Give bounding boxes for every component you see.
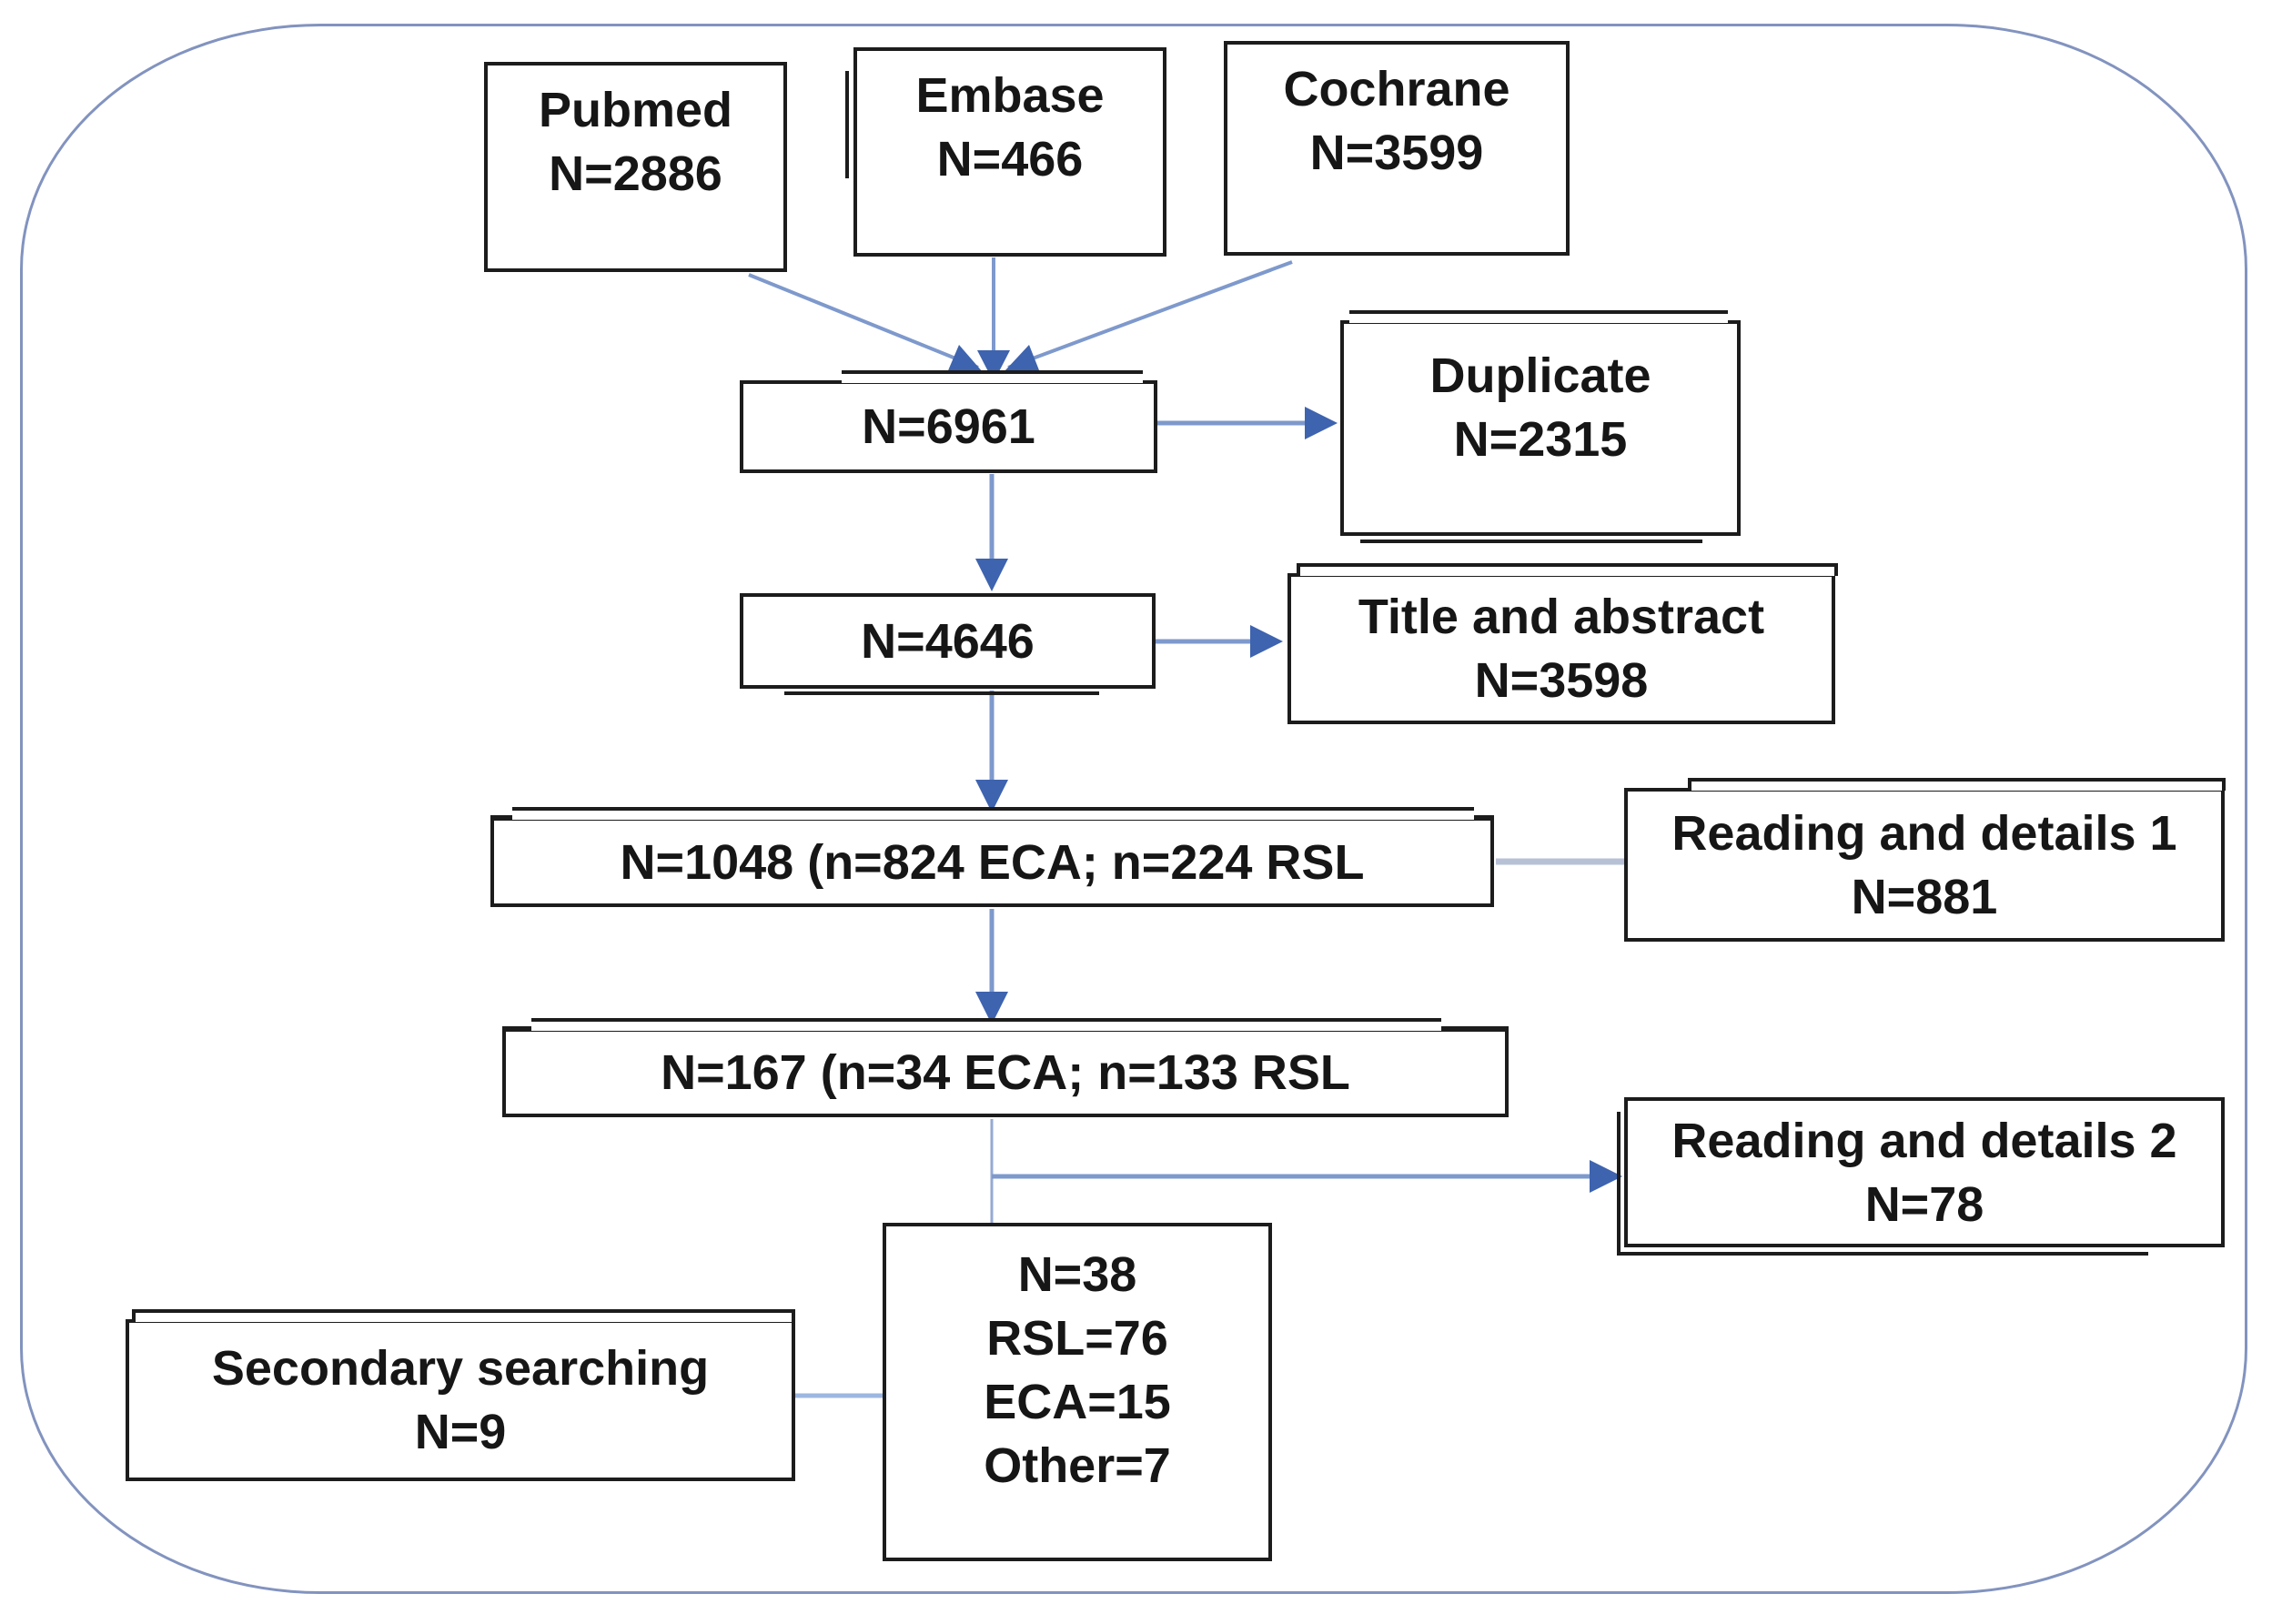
box-secondary-searching-count: N=9 — [414, 1405, 507, 1459]
box-pubmed-label: Pubmed — [538, 83, 733, 137]
connector-cochrane-to-combined — [1007, 260, 1293, 369]
box-reading-details-1-count: N=881 — [1851, 869, 1998, 924]
box-included-rsl: RSL=76 — [986, 1311, 1168, 1366]
arrowhead-screened-icon — [975, 780, 1008, 812]
box-title-abstract-count: N=3598 — [1474, 653, 1649, 708]
box-included-count: N=38 — [1017, 1247, 1137, 1302]
box-reading-details-2: Reading and details 2 N=78 — [1617, 1097, 2225, 1256]
box-reading-details-1: Reading and details 1 N=881 — [1624, 778, 2226, 942]
box-pubmed-count: N=2886 — [549, 146, 722, 201]
box-reading-details-1-label: Reading and details 1 — [1671, 805, 2177, 861]
box-included-other: Other=7 — [984, 1438, 1171, 1493]
box-screened-count: N=1048 (n=824 ECA; n=224 RSL — [620, 834, 1365, 890]
box-secondary-searching: Secondary searching N=9 — [126, 1309, 795, 1481]
box-full-text: N=167 (n=34 ECA; n=133 RSL — [502, 1018, 1509, 1117]
arrowhead-left-icon — [946, 345, 983, 375]
arrowhead-title-icon — [1250, 625, 1283, 658]
box-title-abstract: Title and abstract N=3598 — [1287, 563, 1838, 724]
box-full-text-count: N=167 (n=34 ECA; n=133 RSL — [661, 1045, 1350, 1100]
arrowhead-reading2-icon — [1590, 1160, 1622, 1193]
box-duplicate-count: N=2315 — [1453, 412, 1628, 467]
box-reading-details-2-count: N=78 — [1864, 1176, 1984, 1232]
box-combined-total: N=6961 — [740, 370, 1157, 473]
arrowhead-afterdup-icon — [975, 559, 1008, 591]
arrowhead-right-icon — [1005, 345, 1041, 375]
box-after-duplicates: N=4646 — [740, 593, 1156, 695]
box-after-duplicates-count: N=4646 — [861, 613, 1035, 669]
box-duplicate: Duplicate N=2315 — [1340, 310, 1741, 543]
box-embase-count: N=466 — [936, 132, 1084, 187]
box-embase: Embase N=466 — [845, 47, 1166, 257]
box-secondary-searching-label: Secondary searching — [211, 1341, 710, 1396]
box-reading-details-2-label: Reading and details 2 — [1671, 1113, 2177, 1168]
box-pubmed: Pubmed N=2886 — [484, 62, 787, 272]
box-embase-label: Embase — [915, 68, 1105, 123]
box-included: N=38 RSL=76 ECA=15 Other=7 — [883, 1223, 1272, 1561]
box-title-abstract-label: Title and abstract — [1358, 590, 1765, 644]
box-cochrane: Cochrane N=3599 — [1224, 41, 1570, 256]
box-duplicate-label: Duplicate — [1429, 348, 1651, 403]
connector-pubmed-to-combined — [748, 273, 979, 369]
box-screened: N=1048 (n=824 ECA; n=224 RSL — [490, 807, 1494, 907]
outer-rounded-frame — [20, 24, 2247, 1594]
arrowhead-duplicate-icon — [1305, 407, 1338, 439]
box-combined-count: N=6961 — [862, 399, 1035, 454]
box-cochrane-count: N=3599 — [1309, 126, 1484, 180]
box-included-eca: ECA=15 — [984, 1375, 1171, 1429]
arrowhead-center-icon — [977, 350, 1010, 382]
box-cochrane-label: Cochrane — [1283, 62, 1510, 116]
arrowhead-fulltext-icon — [975, 992, 1008, 1024]
